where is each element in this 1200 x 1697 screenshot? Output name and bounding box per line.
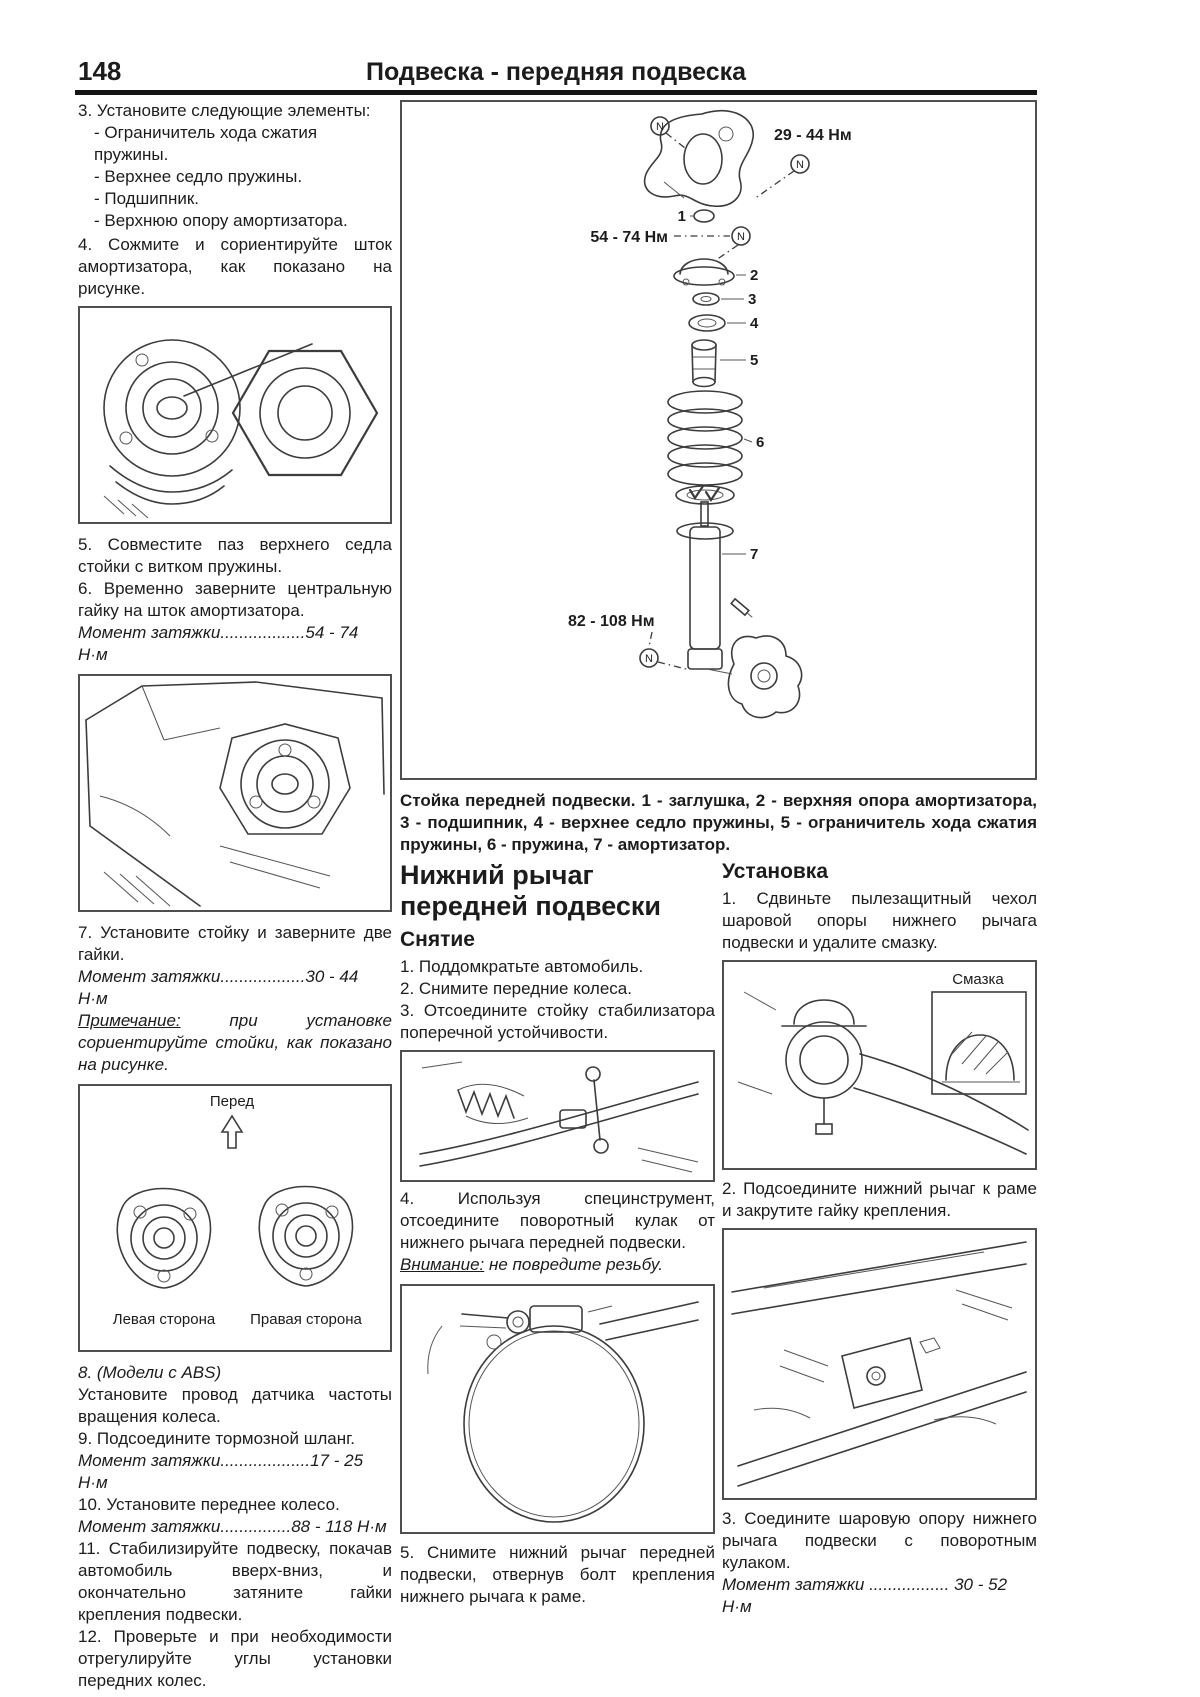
right-side-label: Правая сторона — [250, 1311, 362, 1328]
pinch-bolt — [730, 597, 753, 618]
install-step-2: 2. Подсоедините нижний рычаг к раме и за… — [722, 1179, 1037, 1220]
mount-orientation-drawing: Перед Левая сторона Правая сторона — [113, 1093, 363, 1328]
ball-joint-grease-drawing: Смазка — [737, 971, 1029, 1155]
part-label-3: 3 — [748, 291, 756, 308]
step-3-item-1: - Ограничитель хода сжатия пружины. — [94, 123, 318, 164]
torque-step-6: Момент затяжки..................54 - 74 … — [78, 623, 359, 664]
step-3-item-2: - Верхнее седло пружины. — [94, 167, 303, 186]
page-title: Подвеска - передняя подвеска — [365, 58, 747, 86]
circled-n-icon: N — [790, 154, 810, 174]
strut-exploded-drawing: N 29 - 44 Нм N 1 54 - 74 Нм N — [568, 109, 852, 719]
middle-column: Нижний рычаг передней подвески Снятие 1.… — [400, 860, 715, 1608]
front-label: Перед — [210, 1093, 254, 1110]
subheading-installation: Установка — [722, 860, 828, 883]
torque-install-step-3: Момент затяжки ................. 30 - 52… — [722, 1575, 1008, 1616]
header-rule — [75, 90, 1037, 95]
section-heading-line1: Нижний рычаг — [400, 860, 594, 890]
figure-lower-arm-removal — [400, 1284, 715, 1534]
part-label-4: 4 — [750, 315, 759, 332]
strut-tower-drawing — [85, 681, 385, 907]
part-label-1: 1 — [678, 208, 686, 225]
step-8-text: Установите провод датчика частоты вращен… — [78, 1385, 392, 1426]
circled-n-icon: N — [731, 226, 751, 246]
figure-arm-to-frame — [722, 1228, 1037, 1500]
install-step-3: 3. Соедините шаровую опору нижнего рычаг… — [722, 1509, 1037, 1572]
figure-ball-joint-grease: Смазка — [722, 960, 1037, 1170]
step-6: 6. Временно заверните центральную гайку … — [78, 579, 392, 620]
front-arrow-icon — [220, 1114, 244, 1149]
figure-mount-orientation: Перед Левая сторона Правая сторона — [78, 1084, 392, 1352]
step-8-models: 8. (Модели с ABS) — [78, 1363, 222, 1382]
n-symbol: N — [796, 159, 804, 171]
figure-stabilizer-link — [400, 1050, 715, 1182]
strut-exploded-caption: Стойка передней подвески. 1 - заглушка, … — [400, 791, 1037, 854]
step-3-item-3: - Подшипник. — [94, 189, 199, 208]
circled-n-icon: N — [650, 116, 670, 136]
step-4: 4. Сожмите и сориентируйте шток амортиза… — [78, 235, 392, 298]
warning-label: Внимание: — [400, 1255, 485, 1274]
n-symbol: N — [656, 121, 664, 133]
n-symbol: N — [645, 653, 653, 665]
figure-strut-tower — [78, 674, 392, 912]
torque-step-9: Момент затяжки...................17 - 25… — [78, 1451, 364, 1492]
grease-label: Смазка — [952, 971, 1004, 988]
note-text: при установке сориентируйте стойки, как … — [78, 1011, 392, 1074]
removal-step-1: 1. Поддомкратьте автомобиль. — [400, 957, 644, 976]
note-label: Примечание: — [78, 1011, 181, 1030]
step-3: 3. Установите следующие элементы: — [78, 101, 371, 120]
removal-step-3: 3. Отсоедините стойку стабилизатора попе… — [400, 1001, 715, 1042]
torque-label-top: 29 - 44 Нм — [774, 127, 852, 144]
part-label-7: 7 — [750, 546, 758, 563]
removal-step-5: 5. Снимите нижний рычаг передней подвеск… — [400, 1543, 715, 1606]
step-11: 11. Стабилизируйте подвеску, покачав авт… — [78, 1539, 392, 1624]
step-10: 10. Установите переднее колесо. — [78, 1495, 340, 1514]
removal-step-4: 4. Используя специнструмент, отсоедините… — [400, 1189, 715, 1252]
right-column: Установка 1. Сдвиньте пылезащитный чехол… — [722, 860, 1037, 1618]
subheading-removal: Снятие — [400, 928, 475, 951]
step-12: 12. Проверьте и при необходимости отрегу… — [78, 1627, 392, 1690]
step-9: 9. Подсоедините тормозной шланг. — [78, 1429, 355, 1448]
page-number: 148 — [78, 56, 122, 86]
left-side-label: Левая сторона — [113, 1311, 216, 1328]
part-label-2: 2 — [750, 267, 758, 284]
torque-label-mid: 54 - 74 Нм — [590, 229, 668, 246]
torque-step-10: Момент затяжки...............88 - 118 Н·… — [78, 1517, 387, 1536]
figure-strut-mount-nut — [78, 306, 392, 524]
warning-text: не повредите резьбу. — [484, 1255, 663, 1274]
removal-step-2: 2. Снимите передние колеса. — [400, 979, 632, 998]
arm-to-frame-drawing — [731, 1241, 1027, 1487]
part-label-5: 5 — [750, 352, 758, 369]
torque-label-bottom: 82 - 108 Нм — [568, 613, 655, 630]
strut-mount-nut-drawing — [103, 339, 379, 519]
left-column: 3. Установите следующие элементы: - Огра… — [78, 100, 392, 1692]
step-3-item-4: - Верхнюю опору амортизатора. — [94, 211, 348, 230]
n-symbol: N — [737, 231, 745, 243]
section-heading-line2: передней подвески — [400, 891, 662, 921]
lower-arm-removal-drawing — [427, 1301, 699, 1523]
step-5: 5. Совместите паз верхнего седла стойки … — [78, 535, 392, 576]
part-label-6: 6 — [756, 434, 764, 451]
figure-strut-exploded: N 29 - 44 Нм N 1 54 - 74 Нм N — [400, 100, 1037, 780]
circled-n-icon: N — [639, 648, 659, 668]
torque-step-7: Момент затяжки..................30 - 44 … — [78, 967, 359, 1008]
install-step-1: 1. Сдвиньте пылезащитный чехол шаровой о… — [722, 889, 1037, 952]
stabilizer-link-drawing — [419, 1061, 699, 1173]
step-7: 7. Установите стойку и заверните две гай… — [78, 923, 392, 964]
